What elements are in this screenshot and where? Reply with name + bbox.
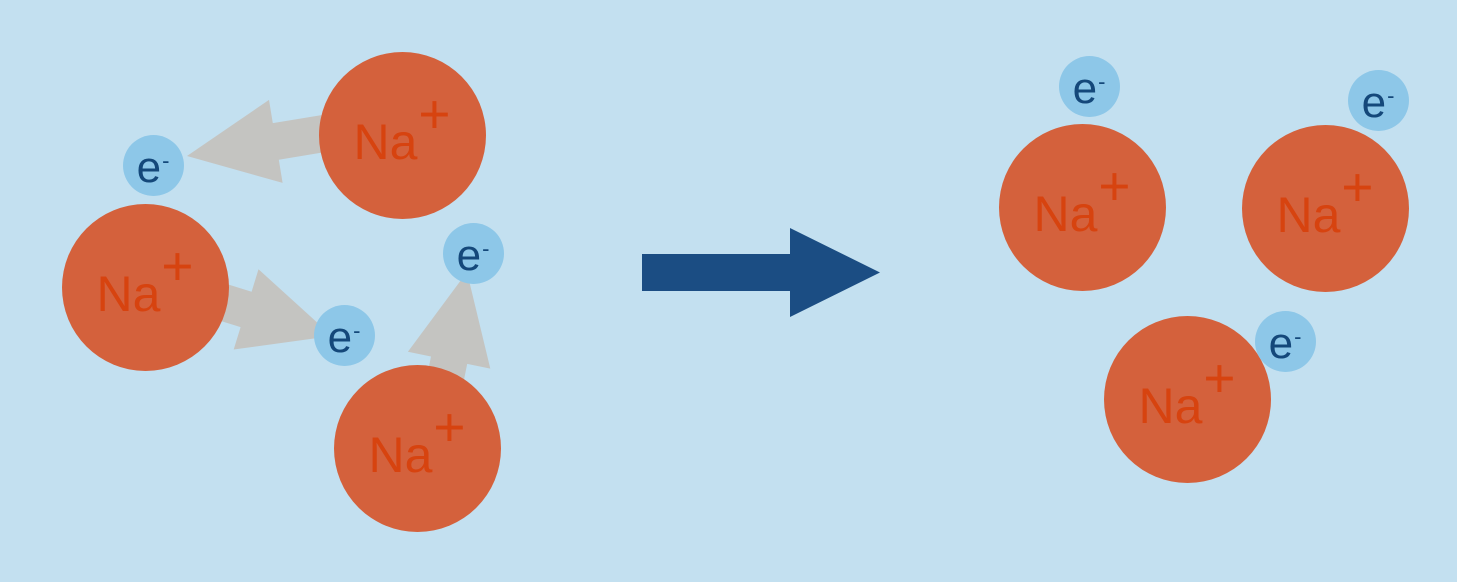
sodium-ion-label: Na+ <box>96 239 193 322</box>
electron-symbol: e <box>456 231 482 280</box>
electron-symbol: e <box>327 313 353 362</box>
sodium-ion-label: Na+ <box>368 400 465 483</box>
electron-label: e- <box>137 146 170 190</box>
electron-5: e- <box>1347 69 1409 131</box>
ion-symbol: Na <box>368 426 433 483</box>
ion-charge: + <box>433 396 466 459</box>
reaction-arrow <box>642 228 880 317</box>
sodium-ion-2: Na+ <box>61 203 229 371</box>
electron-charge: - <box>1294 324 1302 350</box>
electron-charge: - <box>482 236 490 262</box>
ion-charge: + <box>161 235 194 298</box>
ion-charge: + <box>418 83 451 146</box>
electron-charge: - <box>162 148 170 174</box>
sodium-ion-6: Na+ <box>1103 315 1271 483</box>
electron-release-arrow-1 <box>187 99 348 183</box>
electron-label: e- <box>1073 67 1106 111</box>
electron-charge: - <box>1387 83 1395 109</box>
ion-symbol: Na <box>1033 185 1098 242</box>
ion-symbol: Na <box>96 265 161 322</box>
electron-symbol: e <box>136 143 162 192</box>
electron-symbol: e <box>1361 78 1387 127</box>
electron-symbol: e <box>1268 319 1294 368</box>
ion-charge: + <box>1341 156 1374 219</box>
ion-symbol: Na <box>1276 186 1341 243</box>
electron-charge: - <box>353 318 361 344</box>
electron-2: e- <box>313 304 375 366</box>
electron-charge: - <box>1098 69 1106 95</box>
sodium-ion-4: Na+ <box>998 123 1166 291</box>
ion-charge: + <box>1203 347 1236 410</box>
ion-symbol: Na <box>1138 377 1203 434</box>
electron-label: e- <box>1362 81 1395 125</box>
electron-1: e- <box>122 134 184 196</box>
electron-label: e- <box>1269 322 1302 366</box>
electron-label: e- <box>328 316 361 360</box>
sodium-ion-1: Na+ <box>318 51 486 219</box>
electron-4: e- <box>1058 55 1120 117</box>
sodium-ion-3: Na+ <box>333 364 501 532</box>
electron-6: e- <box>1254 310 1316 372</box>
electron-label: e- <box>457 234 490 278</box>
sodium-ion-5: Na+ <box>1241 124 1409 292</box>
ion-charge: + <box>1098 155 1131 218</box>
sodium-ion-label: Na+ <box>353 87 450 170</box>
electron-3: e- <box>442 222 504 284</box>
ion-symbol: Na <box>353 113 418 170</box>
sodium-ion-label: Na+ <box>1138 351 1235 434</box>
electron-symbol: e <box>1072 64 1098 113</box>
sodium-ion-label: Na+ <box>1033 159 1130 242</box>
sodium-ion-label: Na+ <box>1276 160 1373 243</box>
